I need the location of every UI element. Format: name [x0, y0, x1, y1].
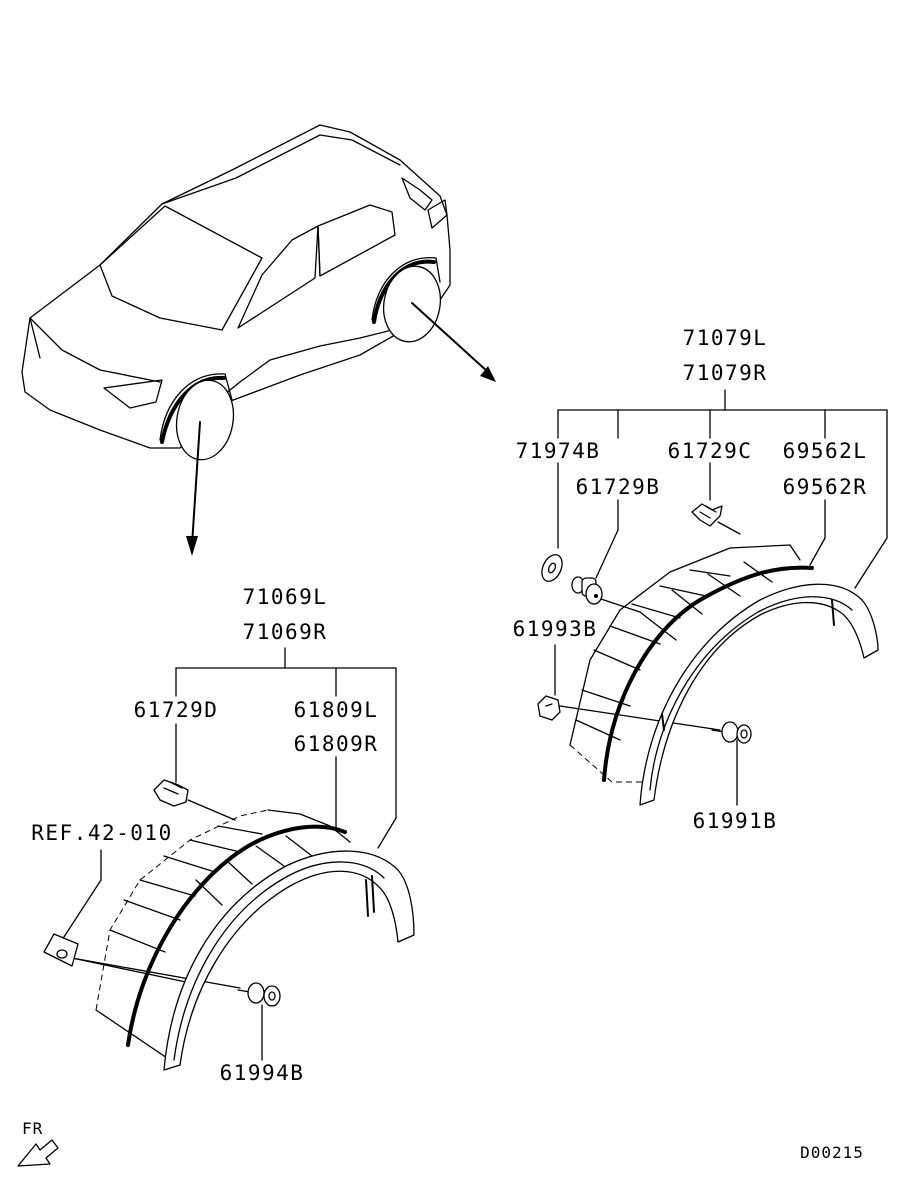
- vehicle-illustration: [21, 124, 496, 556]
- bolt-icon[interactable]: [711, 721, 752, 744]
- rear-fender-liner: [569, 544, 879, 806]
- nut-icon[interactable]: [537, 695, 561, 721]
- reference-label[interactable]: REF.42-010: [31, 821, 172, 845]
- rear-assembly: 71079L 71079R 71974B 61729B 61729C: [513, 326, 888, 833]
- rear-molding-label-left[interactable]: 69562L: [783, 439, 868, 463]
- front-clip-d-label[interactable]: 61729D: [134, 698, 219, 722]
- front-arrow-icon: [17, 1139, 59, 1167]
- rear-part-number-left[interactable]: 71079L: [683, 326, 768, 350]
- rear-leader-lines: [554, 389, 888, 806]
- clip-d-icon[interactable]: [153, 779, 189, 807]
- reference-nut-icon[interactable]: [43, 933, 79, 967]
- diagram-code: D00215: [800, 1143, 864, 1162]
- front-molding-label-right[interactable]: 61809R: [294, 732, 379, 756]
- rear-molding-label-right[interactable]: 69562R: [783, 475, 868, 499]
- front-leader-lines: [61, 647, 397, 1061]
- rear-clip-b-label[interactable]: 61729B: [576, 475, 661, 499]
- front-part-number-left[interactable]: 71069L: [243, 585, 328, 609]
- clip-c-icon[interactable]: [691, 503, 723, 527]
- rear-washer-label[interactable]: 71974B: [516, 439, 601, 463]
- front-assembly: 71069L 71069R 61729D 61809L 61809R REF.4…: [31, 585, 415, 1085]
- front-fender-liner: [95, 809, 415, 1071]
- washer-icon[interactable]: [538, 552, 566, 585]
- front-molding-label-left[interactable]: 61809L: [294, 698, 379, 722]
- front-bolt-icon[interactable]: [237, 982, 281, 1007]
- front-direction-indicator: FR: [17, 1119, 59, 1167]
- front-bolt-label[interactable]: 61994B: [220, 1061, 305, 1085]
- rear-bolt-label[interactable]: 61991B: [693, 809, 778, 833]
- rear-clip-c-label[interactable]: 61729C: [668, 439, 753, 463]
- clip-b-icon[interactable]: [571, 576, 603, 605]
- rear-part-number-right[interactable]: 71079R: [683, 361, 768, 385]
- rear-nut-label[interactable]: 61993B: [513, 617, 598, 641]
- front-label: FR: [22, 1119, 43, 1138]
- front-part-number-right[interactable]: 71069R: [243, 620, 328, 644]
